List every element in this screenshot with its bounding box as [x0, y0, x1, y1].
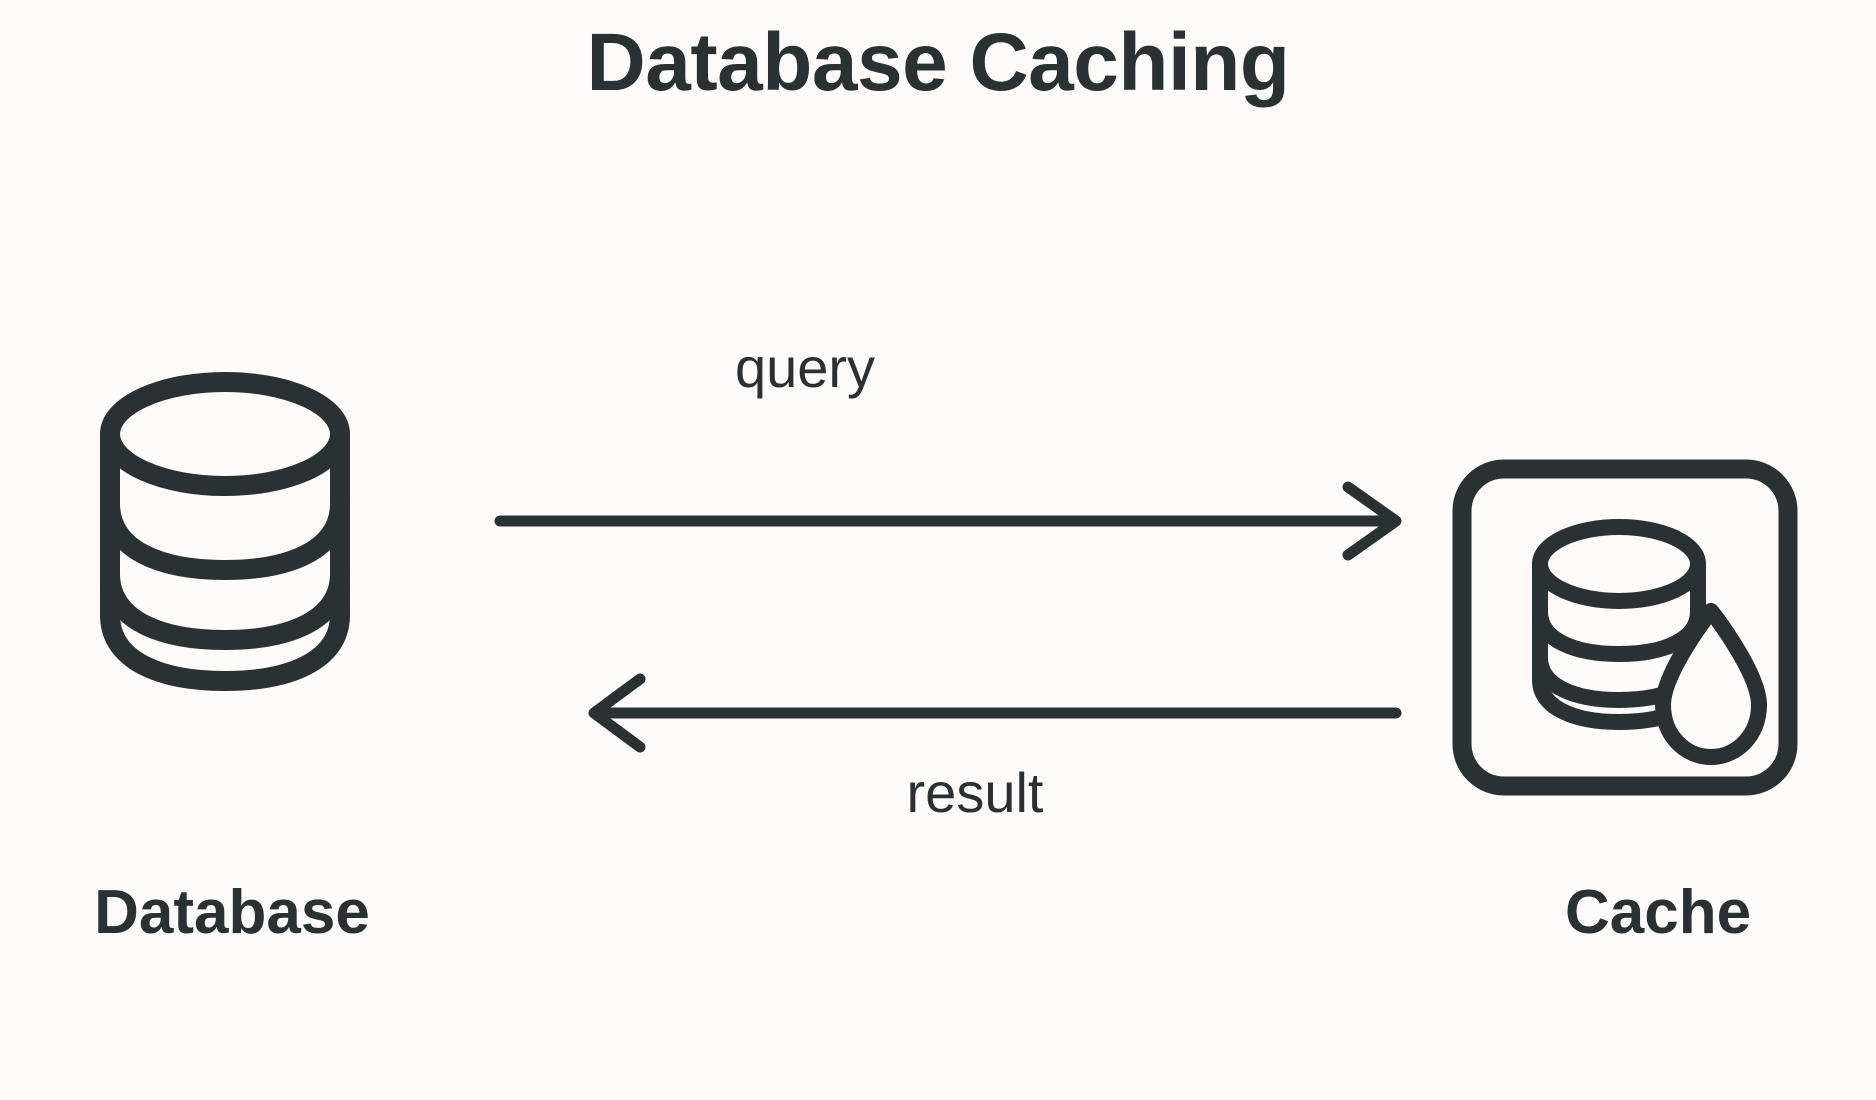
page-title: Database Caching	[586, 17, 1290, 108]
query-arrow	[494, 481, 1402, 561]
cache-database-droplet-icon	[1452, 459, 1798, 796]
edge-label-query: query	[734, 336, 876, 399]
node-label-cache: Cache	[1564, 878, 1752, 947]
node-label-database: Database	[94, 878, 370, 947]
database-cylinder-icon	[100, 372, 350, 691]
edge-label-result: result	[906, 761, 1044, 824]
result-arrow	[588, 673, 1402, 753]
